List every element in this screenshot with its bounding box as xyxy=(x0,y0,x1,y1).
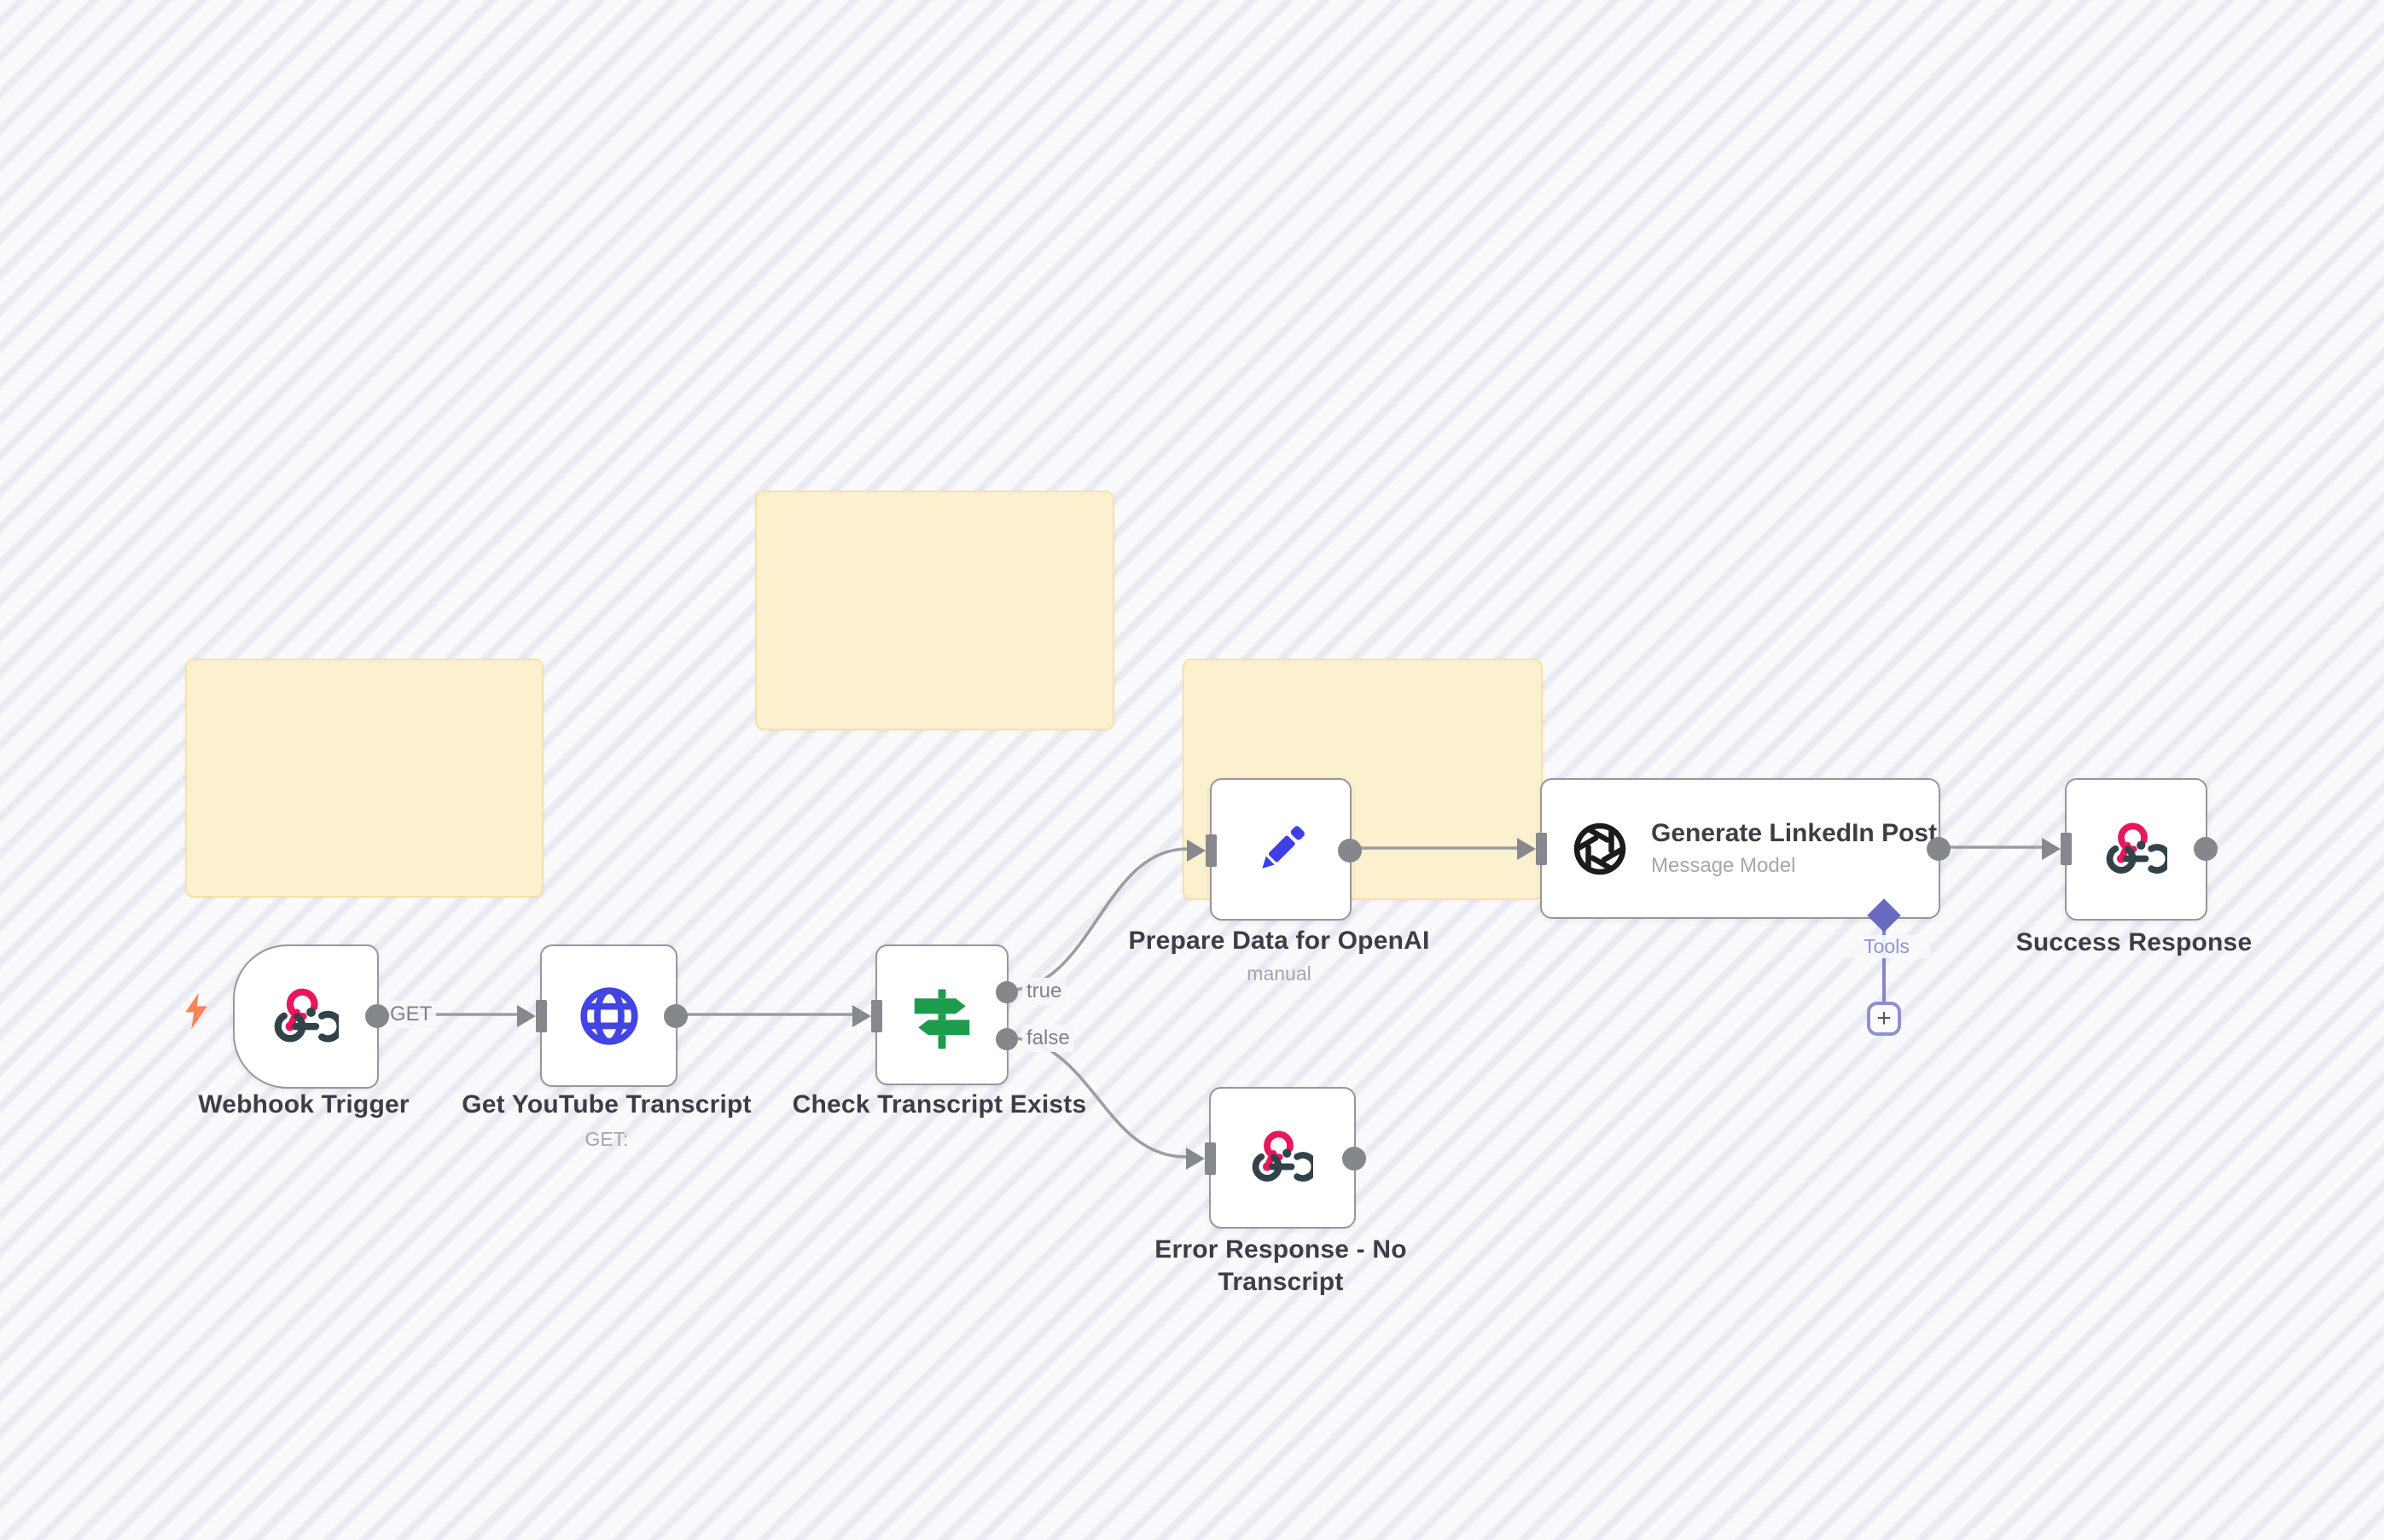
webhook-icon xyxy=(274,988,339,1042)
node-subtitle: GET: xyxy=(584,1128,629,1150)
node-label: Get YouTube Transcript xyxy=(462,1090,752,1119)
output-port-false[interactable] xyxy=(996,1028,1018,1050)
node-label: Error Response - No Transcript xyxy=(1154,1235,1407,1296)
trigger-bolt-icon xyxy=(185,992,207,1030)
sticky-note[interactable] xyxy=(755,491,1114,730)
input-port[interactable] xyxy=(2061,833,2072,865)
output-port[interactable] xyxy=(1927,837,1951,861)
add-tool-button[interactable]: + xyxy=(1867,1002,1901,1036)
node-label: Success Response xyxy=(2015,928,2253,956)
respond-webhook-icon xyxy=(2106,822,2167,874)
input-arrow xyxy=(2042,838,2061,860)
sticky-note[interactable] xyxy=(185,659,544,898)
node-webhook-trigger[interactable] xyxy=(233,944,389,1089)
input-port[interactable] xyxy=(536,1000,547,1032)
output-port[interactable] xyxy=(664,1004,688,1028)
input-arrow xyxy=(852,1005,871,1027)
tools-connector-line xyxy=(1882,926,1886,1003)
tools-port-label: Tools xyxy=(1843,935,1930,958)
output-port-label-get: GET xyxy=(386,1001,437,1028)
pencil-icon xyxy=(1262,825,1305,869)
output-port[interactable] xyxy=(365,1004,389,1028)
node-subtitle: manual xyxy=(1247,962,1311,985)
input-arrow xyxy=(1186,1148,1205,1170)
node-label: Check Transcript Exists xyxy=(792,1090,1087,1119)
output-port-label-false: false xyxy=(1022,1025,1074,1052)
input-port[interactable] xyxy=(1206,834,1217,867)
node-error-response[interactable] xyxy=(1186,1087,1366,1229)
node-success-response[interactable] xyxy=(2042,778,2218,921)
node-subtitle: Message Model xyxy=(1651,854,1796,877)
node-check-transcript-exists[interactable] xyxy=(852,944,1018,1085)
node-get-youtube-transcript[interactable] xyxy=(517,944,688,1087)
output-port[interactable] xyxy=(1338,839,1362,863)
input-arrow xyxy=(517,1005,536,1027)
node-generate-linkedin-post[interactable]: Generate LinkedIn Post Message Model xyxy=(1517,778,1951,919)
node-label: Prepare Data for OpenAI xyxy=(1128,927,1430,955)
globe-icon xyxy=(579,986,638,1045)
openai-logo-icon xyxy=(1573,822,1626,875)
if-signpost-icon xyxy=(914,989,970,1049)
output-port[interactable] xyxy=(2194,837,2218,861)
input-arrow xyxy=(1517,838,1536,860)
output-port-true[interactable] xyxy=(996,981,1018,1003)
respond-webhook-icon xyxy=(1252,1130,1313,1182)
output-port-label-true: true xyxy=(1022,978,1067,1005)
node-label: Webhook Trigger xyxy=(198,1090,410,1119)
input-port[interactable] xyxy=(871,1000,882,1032)
input-port[interactable] xyxy=(1205,1142,1216,1175)
output-port[interactable] xyxy=(1342,1147,1366,1171)
node-title: Generate LinkedIn Post xyxy=(1651,819,1938,847)
input-port[interactable] xyxy=(1536,833,1547,865)
input-arrow xyxy=(1187,840,1206,862)
node-prepare-data-for-openai[interactable] xyxy=(1187,778,1362,921)
